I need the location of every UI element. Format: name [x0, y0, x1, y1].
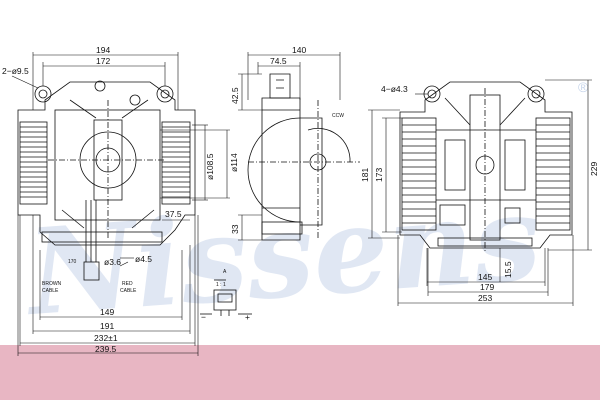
connector-detail — [200, 279, 252, 316]
rear-view — [399, 81, 573, 252]
cable-connector — [83, 261, 100, 281]
rear-mount-hole-right — [527, 85, 545, 103]
dim-179: 179 — [480, 282, 494, 292]
dim-37: 37.5 — [165, 209, 182, 219]
rear-view-dimensions — [368, 79, 592, 306]
mount-hole-right — [156, 85, 174, 103]
dim-45: ø4.5 — [135, 254, 152, 264]
side-view-labels: 140 74.5 42.5 33 CCW — [230, 45, 344, 234]
rotation-arrow — [307, 128, 351, 163]
rear-view-housing — [399, 81, 573, 249]
label-brown-2: CABLE — [42, 288, 59, 294]
dim-74: 74.5 — [270, 56, 287, 66]
label-red-2: CABLE — [120, 288, 137, 294]
cable-bundle — [85, 200, 97, 262]
connector-minus: − — [201, 312, 206, 322]
front-view-labels: 194 172 2−ø9.5 ø108.5 ø114 37.5 ø3.6 ø4.… — [2, 45, 239, 354]
dim-149: 149 — [100, 307, 114, 317]
registered-mark: ® — [578, 79, 589, 95]
connector-scale: 1 : 1 — [216, 282, 226, 288]
dim-108: ø108.5 — [205, 153, 215, 180]
dim-114: ø114 — [229, 153, 239, 172]
dim-holes: 2−ø9.5 — [2, 66, 29, 76]
front-view-dimensions — [11, 52, 230, 356]
right-louvre-block — [161, 121, 191, 205]
connector-body — [213, 289, 237, 311]
watermark-brand: Nissens — [20, 168, 545, 343]
dim-181: 181 — [360, 168, 370, 182]
left-louvre-block — [19, 121, 48, 205]
dim-42: 42.5 — [230, 87, 240, 104]
connector-labels: A 1 : 1 − + — [201, 269, 250, 322]
rear-view-labels: 4−ø4.3 145 15.5 179 253 181 173 229 — [360, 84, 599, 303]
dim-140: 140 — [292, 45, 306, 55]
side-view-motor-arc — [247, 117, 301, 223]
mount-hole-left — [34, 85, 52, 103]
dim-232: 232±1 — [94, 333, 118, 343]
dim-229: 229 — [589, 162, 599, 176]
motor-core — [54, 109, 161, 221]
dim-253: 253 — [478, 293, 492, 303]
front-view — [17, 80, 196, 281]
label-ccw: CCW — [332, 113, 344, 119]
connector-plus: + — [245, 312, 250, 322]
dim-33: 33 — [230, 224, 240, 234]
dim-15: 15.5 — [503, 261, 513, 278]
label-red-1: RED — [122, 281, 133, 287]
dim-170: 170 — [68, 259, 77, 265]
dim-191: 191 — [100, 321, 114, 331]
dim-239: 239.5 — [95, 344, 117, 354]
side-view — [247, 73, 360, 241]
connector-scale-label: A — [223, 269, 227, 275]
dim-172: 172 — [96, 56, 110, 66]
rear-center-rib — [469, 94, 501, 241]
dim-rear-holes: 4−ø4.3 — [381, 84, 408, 94]
dim-36: ø3.6 — [104, 257, 121, 267]
footer-band — [0, 345, 600, 400]
dim-145: 145 — [478, 272, 492, 282]
dim-173: 173 — [374, 168, 384, 182]
dim-194: 194 — [96, 45, 110, 55]
label-brown-1: BROWN — [42, 281, 62, 287]
side-view-dimensions — [238, 52, 341, 241]
